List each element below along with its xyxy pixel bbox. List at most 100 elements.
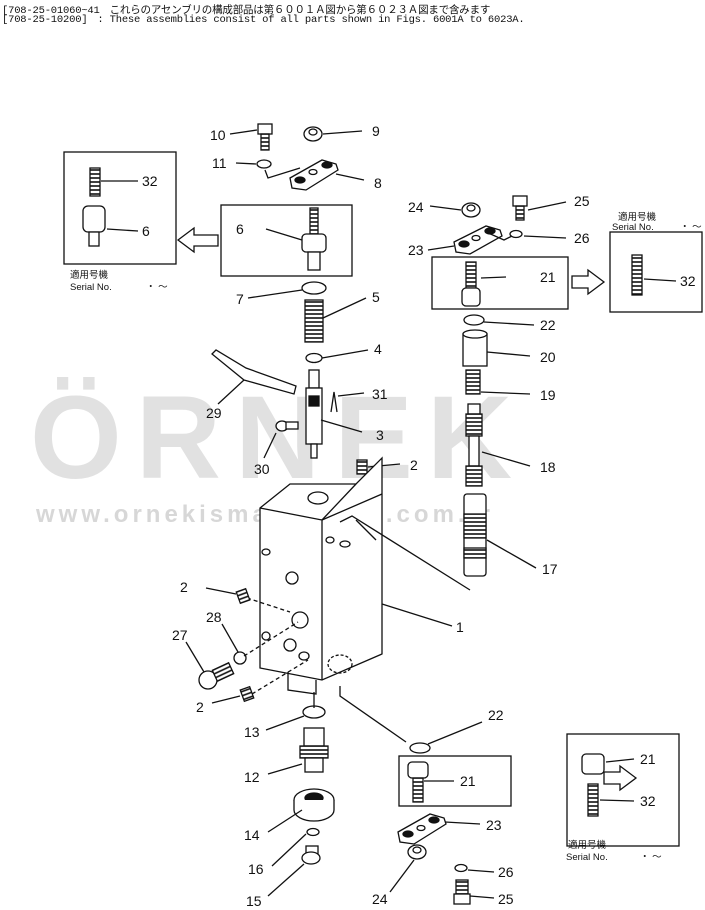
inset-box-part-21-low: [398, 755, 512, 807]
serial-label-top-right: 適用号機 Serial No. ・ ～: [612, 211, 702, 233]
callout-25-top: 25: [574, 193, 590, 209]
callout-23-top: 23: [408, 242, 424, 258]
leader-26-top: [523, 235, 567, 239]
callout-32-inset: 32: [142, 173, 158, 189]
hollow-arrow-right-low-icon: [603, 764, 638, 792]
serial-en-top-left: Serial No.: [70, 282, 112, 293]
leader-4: [321, 349, 369, 359]
inset-box-part-6: [220, 204, 353, 277]
leader-25-top: [527, 201, 567, 211]
callout-21-top: 21: [540, 269, 556, 285]
o-ring-22-low-icon: [409, 742, 431, 754]
leader-17: [486, 539, 537, 569]
leader-21-top: [480, 276, 507, 279]
plug-2-icon: [356, 459, 368, 475]
flange-8-icon: [289, 159, 339, 191]
spring-32-right-icon: [631, 254, 643, 296]
leader-9: [322, 130, 363, 135]
callout-13: 13: [244, 724, 260, 740]
leader-15: [267, 863, 305, 897]
leader-19: [480, 391, 531, 395]
serial-en-bottom-right: Serial No.: [566, 852, 608, 863]
serial-jp-top-right: 適用号機: [618, 211, 657, 223]
leader-2-mid: [205, 587, 237, 595]
guide-line-17b: [355, 519, 377, 541]
leader-20: [486, 351, 531, 357]
callout-2-mid: 2: [180, 579, 188, 595]
washer-11-icon: [256, 159, 272, 169]
leader-2-low: [211, 695, 241, 704]
callout-25-low: 25: [498, 891, 514, 907]
leader-27: [185, 641, 205, 673]
callout-numbers: 10 9 11 8 32 6 6 7 5 4 31 29 3 30 2 24 2…: [142, 123, 696, 909]
leader-3: [320, 419, 363, 433]
valve-18-icon: [465, 403, 483, 487]
inset-box-bottom-right: [566, 733, 680, 847]
callout-6: 6: [236, 221, 244, 237]
leader-26-link: [485, 231, 513, 241]
inset-box-top-right: [609, 231, 703, 313]
leader-6-inset: [106, 228, 139, 232]
leader-24-top: [429, 205, 462, 211]
callout-30: 30: [254, 461, 270, 477]
callout-32-low-right: 32: [640, 793, 656, 809]
leader-8: [335, 173, 365, 181]
serial-label-top-left: 適用号機 Serial No. ・ ～: [70, 269, 168, 293]
callout-5: 5: [372, 289, 380, 305]
leader-25-low: [469, 895, 495, 899]
callout-8: 8: [374, 175, 382, 191]
screw-15-icon: [301, 845, 321, 865]
callout-32-right: 32: [680, 273, 696, 289]
leader-30: [263, 432, 277, 459]
leader-10: [229, 129, 258, 135]
leader-13: [265, 715, 305, 731]
spring-32-inset-icon: [89, 167, 101, 197]
callout-26-top: 26: [574, 230, 590, 246]
screw-21-top-icon: [461, 261, 481, 307]
leader-12: [267, 763, 303, 775]
leader-23-top: [427, 245, 455, 251]
header-text-1: これらのアセンブリの構成部品は第６００１Ａ図から第６０２３Ａ図まで含みます: [109, 5, 491, 17]
bolt-27-icon: [198, 661, 235, 690]
callout-21-low: 21: [460, 773, 476, 789]
leader-23-low: [444, 821, 481, 825]
callout-12: 12: [244, 769, 260, 785]
flange-23-low-icon: [397, 813, 447, 845]
leader-11: [235, 162, 257, 165]
serial-jp-top-left: 適用号機: [70, 269, 109, 281]
screw-21-low-icon: [407, 761, 429, 803]
callout-6-inset: 6: [142, 223, 150, 239]
screw-30-icon: [275, 420, 299, 432]
o-ring-22-top-icon: [463, 314, 485, 326]
leader-6: [265, 228, 303, 241]
callout-1: 1: [456, 619, 464, 635]
guide-line-2-low: [251, 659, 309, 695]
callout-16: 16: [248, 861, 264, 877]
leader-1: [381, 603, 453, 627]
callout-20: 20: [540, 349, 556, 365]
serial-en-top-right: Serial No.: [612, 222, 654, 233]
spool-17-icon: [463, 493, 487, 577]
spring-32-low-right-icon: [587, 783, 599, 817]
hollow-arrow-left-icon: [176, 226, 219, 254]
guide-line-2-mid: [246, 597, 291, 613]
callout-2-low: 2: [196, 699, 204, 715]
callout-14: 14: [244, 827, 260, 843]
flange-23-top-icon: [453, 225, 503, 255]
callout-7: 7: [236, 291, 244, 307]
callout-24-low: 24: [372, 891, 388, 907]
o-ring-28-icon: [233, 651, 247, 665]
screw-21-right-icon: [581, 753, 605, 775]
plug-2-mid-icon: [235, 587, 251, 605]
sleeve-20-icon: [462, 329, 488, 367]
callout-31: 31: [372, 386, 388, 402]
leader-16: [271, 833, 307, 867]
callout-2-top: 2: [410, 457, 418, 473]
callout-23-low: 23: [486, 817, 502, 833]
guide-line-lower: [339, 686, 407, 743]
leader-31: [337, 392, 365, 397]
callout-27: 27: [172, 627, 188, 643]
nut-24-top-icon: [461, 202, 481, 218]
